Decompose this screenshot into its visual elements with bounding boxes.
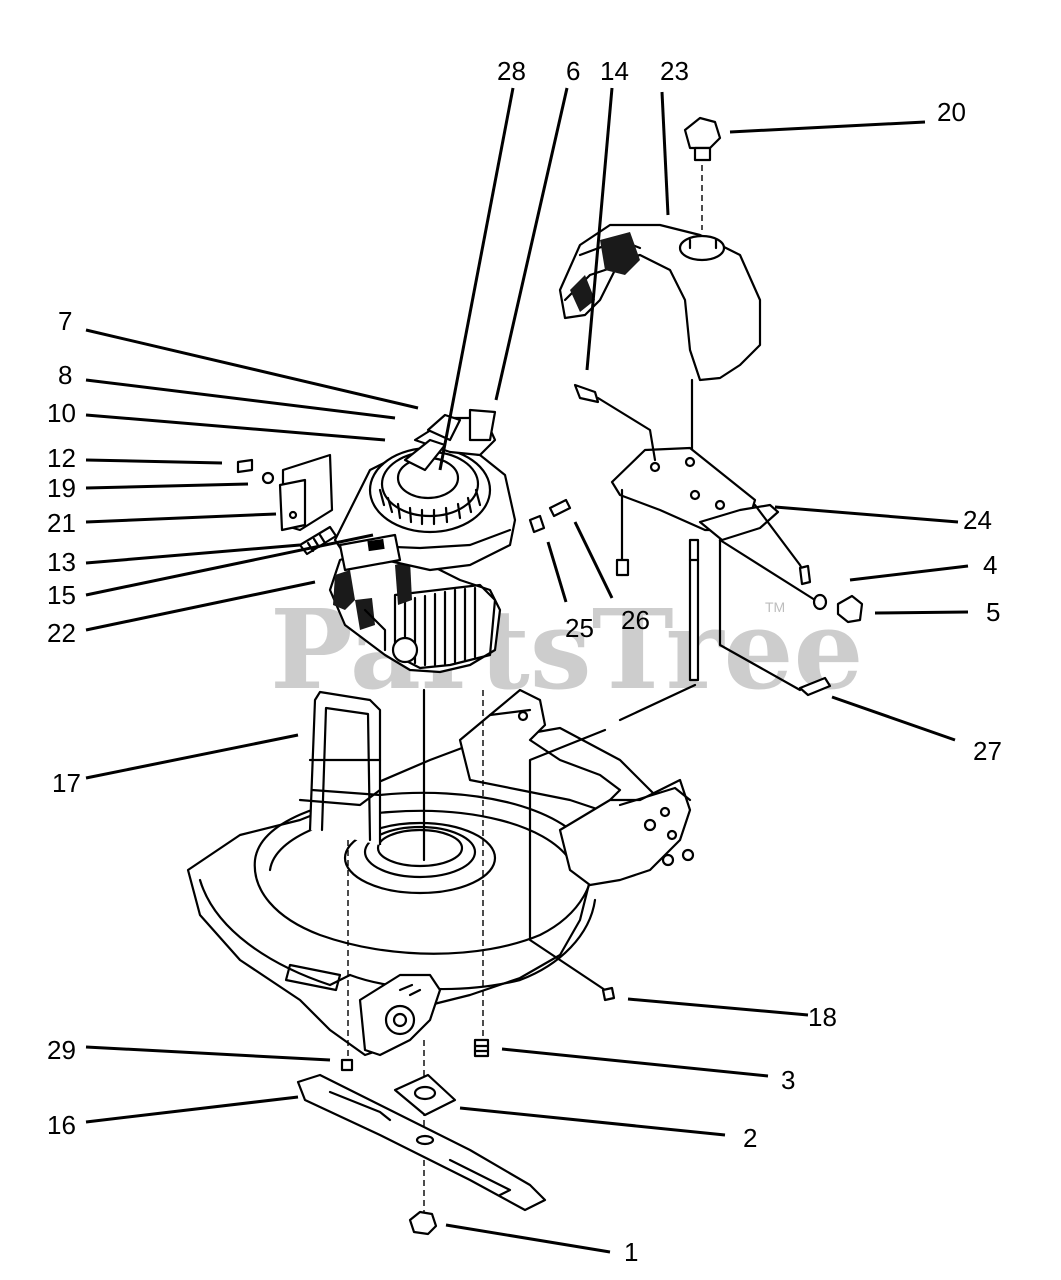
callout-1: 1 — [624, 1237, 638, 1267]
engine — [298, 408, 517, 1215]
choke-plate — [236, 453, 334, 532]
callout-29: 29 — [47, 1035, 76, 1065]
callout-18: 18 — [808, 1002, 837, 1032]
starter-serrations — [378, 488, 482, 526]
blade-adapter — [393, 1073, 457, 1117]
leader-6 — [494, 87, 569, 401]
leader-14 — [585, 87, 614, 371]
leader-25 — [546, 541, 568, 603]
callout-8: 8 — [58, 360, 72, 390]
callout-6: 6 — [566, 56, 580, 86]
callout-22: 22 — [47, 618, 76, 648]
leader-19 — [85, 482, 249, 490]
callout-27: 27 — [973, 736, 1002, 766]
leader-16 — [85, 1095, 299, 1124]
watermark-trademark: TM — [765, 599, 785, 615]
callout-2: 2 — [743, 1123, 757, 1153]
leader-21 — [85, 512, 277, 524]
leader-22 — [85, 580, 316, 632]
leader-2 — [459, 1106, 726, 1137]
blade — [296, 1073, 547, 1212]
leader-20 — [729, 120, 926, 134]
leader-29 — [85, 1045, 331, 1062]
callout-28: 28 — [497, 56, 526, 86]
callout-14: 14 — [600, 56, 629, 86]
callout-4: 4 — [983, 550, 997, 580]
callout-7: 7 — [58, 306, 72, 336]
callout-25: 25 — [565, 613, 594, 643]
leader-26 — [573, 521, 614, 599]
callout-13: 13 — [47, 547, 76, 577]
hardware-25-26 — [528, 498, 572, 534]
callout-17: 17 — [52, 768, 81, 798]
leader-lines — [85, 87, 969, 1254]
callout-21: 21 — [47, 508, 76, 538]
leader-10 — [85, 413, 386, 442]
leader-24 — [774, 505, 959, 524]
leader-15 — [85, 533, 374, 597]
leader-27 — [831, 695, 956, 742]
leader-1 — [445, 1223, 611, 1254]
deck-hardware — [340, 1038, 490, 1072]
leader-7 — [85, 328, 419, 410]
bag-frame — [298, 690, 382, 845]
callout-24: 24 — [963, 505, 992, 535]
leader-17 — [85, 733, 299, 780]
leader-8 — [85, 378, 396, 420]
blade-nut — [408, 1210, 438, 1236]
leader-18 — [627, 997, 809, 1017]
callout-20: 20 — [937, 97, 966, 127]
mower-deck — [186, 688, 695, 1060]
callout-10: 10 — [47, 398, 76, 428]
fuel-tank — [558, 116, 762, 492]
callout-5: 5 — [986, 597, 1000, 627]
leader-28 — [438, 87, 515, 471]
callout-23: 23 — [660, 56, 689, 86]
leader-12 — [85, 458, 223, 465]
callout-labels: 28 6 14 23 20 7 8 10 12 19 21 13 15 22 2… — [47, 56, 1002, 1267]
handle-mount-bracket — [528, 383, 864, 1002]
leader-23 — [660, 91, 670, 216]
callout-19: 19 — [47, 473, 76, 503]
leader-4 — [849, 564, 969, 582]
leader-3 — [501, 1047, 769, 1078]
callout-12: 12 — [47, 443, 76, 473]
leader-13 — [85, 543, 301, 565]
callout-16: 16 — [47, 1110, 76, 1140]
callout-15: 15 — [47, 580, 76, 610]
callout-26: 26 — [621, 605, 650, 635]
callout-3: 3 — [781, 1065, 795, 1095]
leader-5 — [874, 610, 969, 615]
